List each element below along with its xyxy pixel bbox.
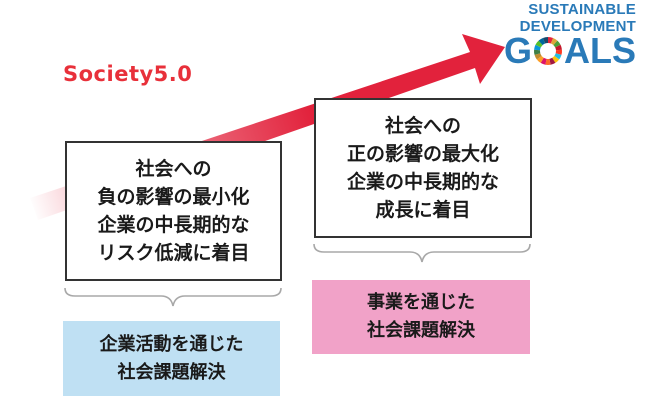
sdg-wheel-segment xyxy=(552,55,560,63)
sdg-wheel-segment xyxy=(549,57,556,65)
left-box-line: 社会への xyxy=(135,158,212,180)
sdg-wheel-segment xyxy=(555,49,563,55)
right-box-line: 企業の中長期的な xyxy=(346,171,499,193)
sdg-wheel-segment xyxy=(535,40,543,48)
left-box-line: 企業の中長期的な xyxy=(97,214,250,236)
sdg-wheel-segment xyxy=(540,57,547,65)
sdg-wheel-segment xyxy=(533,49,541,55)
right-label-line: 事業を通じた xyxy=(367,292,475,313)
sdg-wheel-segment xyxy=(553,40,561,48)
left-approach-label: 企業活動を通じた 社会課題解決 xyxy=(63,321,280,396)
right-label-line: 社会課題解決 xyxy=(367,320,475,341)
sdgs-logo-g: G xyxy=(503,30,532,71)
right-focus-box: 社会への 正の影響の最大化 企業の中長期的な 成長に着目 xyxy=(314,98,532,238)
sdg-wheel-segment xyxy=(550,37,558,46)
left-label-line: 社会課題解決 xyxy=(117,361,226,383)
right-box-line: 社会への xyxy=(384,115,461,137)
right-approach-label: 事業を通じた 社会課題解決 xyxy=(312,280,530,354)
sdg-wheel-segment xyxy=(555,44,562,51)
sdg-wheel-segment xyxy=(554,53,562,60)
right-box-line: 正の影響の最大化 xyxy=(346,143,499,165)
left-label-line: 企業活動を通じた xyxy=(99,333,244,355)
sdg-wheel-segment xyxy=(534,53,542,60)
sdg-wheel-segment xyxy=(545,58,551,65)
left-box-line: リスク低減に着目 xyxy=(97,242,250,264)
sdg-wheel-icon xyxy=(533,37,563,65)
sdg-wheel-segment xyxy=(534,44,541,51)
sdg-wheel-segment xyxy=(548,37,554,44)
society5-label: Society5.0 xyxy=(63,62,193,86)
sdg-wheel-segment xyxy=(542,37,548,44)
sdgs-logo-goals: G ALS xyxy=(504,32,636,70)
sdgs-logo-line1: SUSTAINABLE xyxy=(528,1,636,18)
left-focus-box: 社会への 負の影響の最小化 企業の中長期的な リスク低減に着目 xyxy=(65,141,282,281)
right-box-line: 成長に着目 xyxy=(375,199,471,221)
sdgs-logo-line2: DEVELOPMENT xyxy=(519,18,636,35)
right-brace xyxy=(313,243,531,263)
sdgs-logo-als: ALS xyxy=(564,30,636,71)
sdg-wheel-segment xyxy=(536,55,544,63)
sdg-wheel-segment xyxy=(538,37,546,46)
left-brace xyxy=(64,287,282,307)
left-box-line: 負の影響の最小化 xyxy=(97,186,250,208)
